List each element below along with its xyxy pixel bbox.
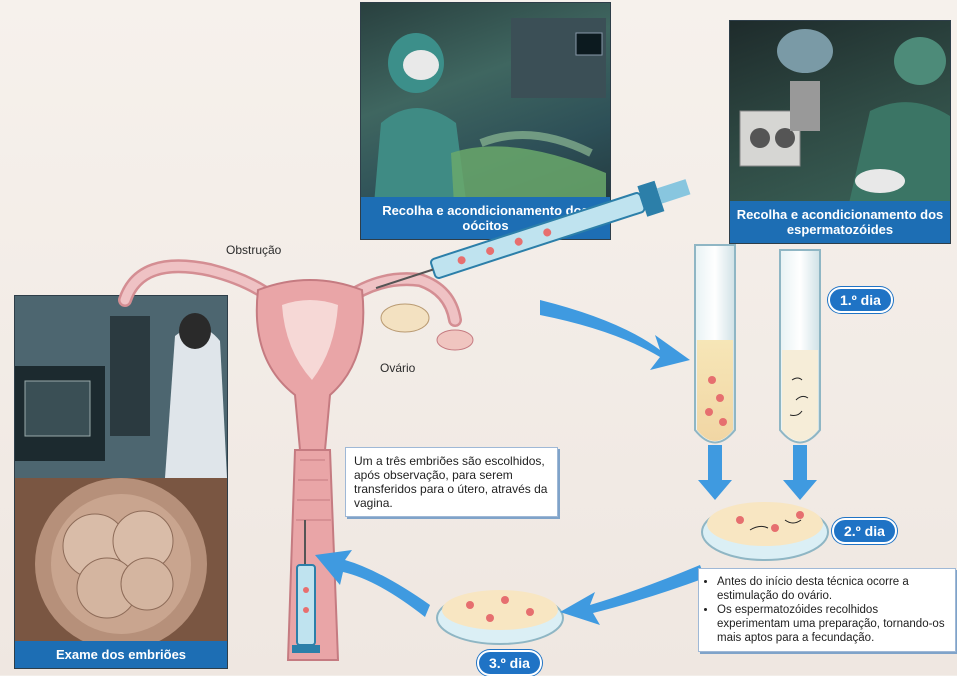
preparation-note-2: Os espermatozóides recolhidos experiment… [717,603,947,645]
day3-badge: 3.º dia [477,650,542,676]
petri-dish-day3 [437,590,563,644]
preparation-notes: Antes do início desta técnica ocorre a e… [698,568,956,652]
test-tube-oocytes [695,245,735,443]
petri-dish-day2 [702,502,828,560]
ovary-label: Ovário [380,361,415,375]
day1-badge: 1.º dia [828,287,893,313]
preparation-notes-list: Antes do início desta técnica ocorre a e… [707,575,947,645]
test-tube-sperm [780,250,820,443]
transfer-note: Um a três embriões são escolhidos, após … [345,447,558,517]
day2-badge: 2.º dia [832,518,897,544]
obstruction-label: Obstrução [226,243,281,257]
preparation-note-1: Antes do início desta técnica ocorre a e… [717,575,947,603]
